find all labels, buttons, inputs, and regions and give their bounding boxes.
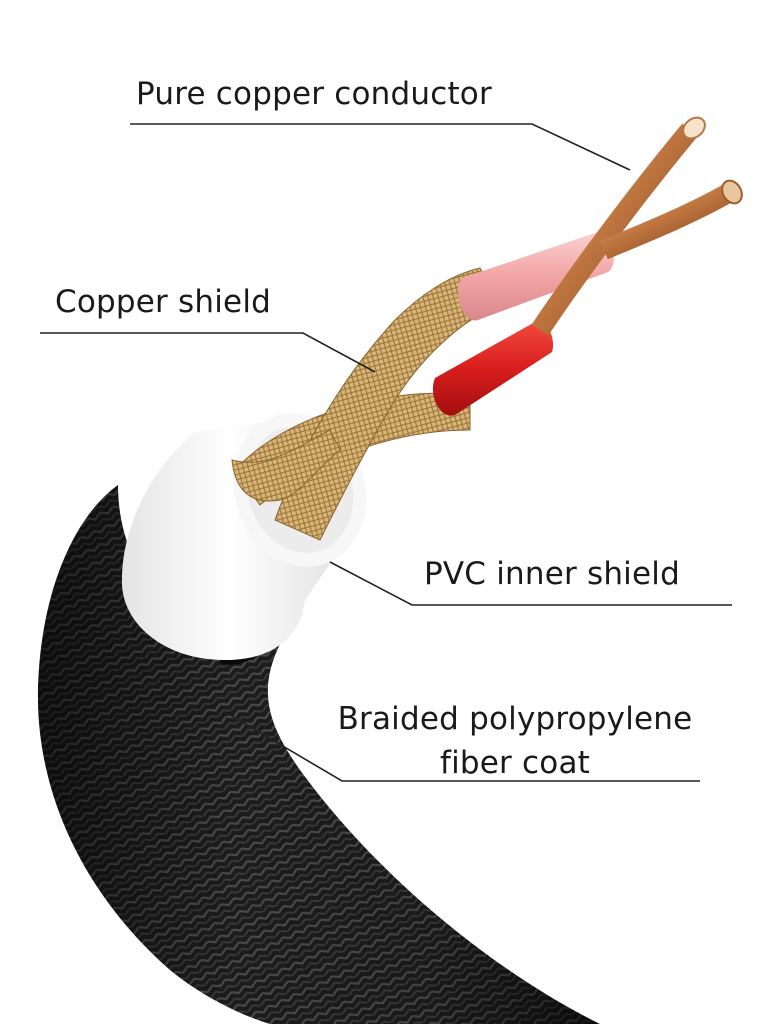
leader-line-conductor bbox=[130, 123, 631, 171]
leader-line-braid bbox=[231, 715, 700, 782]
copper-mesh-shield bbox=[231, 267, 501, 541]
copper-conductors bbox=[531, 116, 743, 336]
label-braided-coat: Braided polypropylene fiber coat bbox=[300, 697, 730, 785]
leader-lines bbox=[40, 123, 732, 782]
label-pure-copper-conductor: Pure copper conductor bbox=[136, 76, 492, 112]
leader-line-copper-shield bbox=[40, 332, 376, 373]
label-pvc-inner-shield: PVC inner shield bbox=[424, 556, 680, 592]
red-insulation bbox=[432, 321, 554, 416]
label-braided-coat-line1: Braided polypropylene bbox=[337, 701, 693, 737]
pink-insulation bbox=[457, 231, 614, 321]
label-copper-shield: Copper shield bbox=[55, 284, 272, 320]
leader-line-pvc bbox=[329, 561, 732, 606]
label-braided-coat-line2: fiber coat bbox=[439, 745, 591, 781]
